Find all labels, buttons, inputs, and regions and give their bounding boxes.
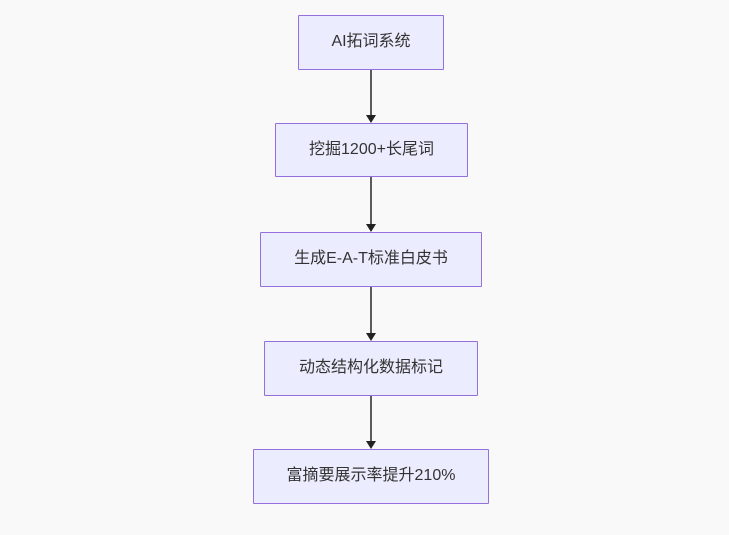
edge-1 [366,70,376,123]
node-ai-expansion-system: AI拓词系统 [298,15,444,70]
arrowhead-icon [366,115,376,123]
arrowhead-icon [366,333,376,341]
edge-line [370,287,372,333]
node-longtail-mining: 挖掘1200+长尾词 [275,123,468,177]
edge-line [370,177,372,224]
node-label: 生成E-A-T标准白皮书 [294,250,448,268]
edge-line [370,396,372,441]
arrowhead-icon [366,441,376,449]
node-label: 挖掘1200+长尾词 [309,140,434,158]
node-label: 富摘要展示率提升210% [286,467,456,485]
node-label: 动态结构化数据标记 [298,359,443,377]
node-rich-snippet-result: 富摘要展示率提升210% [253,449,489,504]
node-structured-data: 动态结构化数据标记 [264,341,478,396]
arrowhead-icon [366,224,376,232]
edge-2 [366,177,376,232]
edge-3 [366,287,376,341]
edge-4 [366,396,376,449]
node-label: AI拓词系统 [331,33,411,51]
edge-line [370,70,372,115]
node-eat-whitepaper: 生成E-A-T标准白皮书 [260,232,482,287]
